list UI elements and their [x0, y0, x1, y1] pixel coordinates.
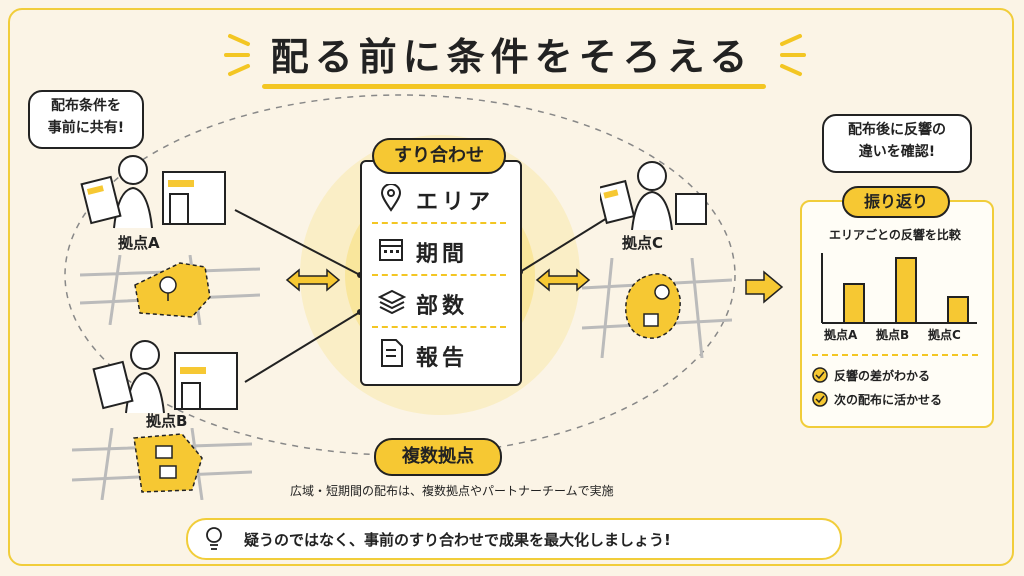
- item-area: エリア: [376, 182, 506, 215]
- base-a-illustration: [80, 155, 226, 229]
- check-item-2-label: 次の配布に活かせる: [834, 393, 943, 407]
- speech-right-line-2: 違いを確認!: [858, 144, 936, 160]
- check-item-1: 反響の差がわかる: [812, 366, 982, 386]
- title-sparks-right: [780, 34, 806, 76]
- divider: [372, 326, 506, 328]
- check-item-2: 次の配布に活かせる: [812, 390, 982, 410]
- divider: [372, 222, 506, 224]
- map-b: [72, 428, 252, 500]
- chart-tick-label: 拠点C: [928, 328, 961, 342]
- double-arrow-icon: [285, 268, 341, 292]
- check-circle-icon: [812, 367, 828, 383]
- location-pin-icon: [380, 184, 402, 212]
- speech-bubble-right: 配布後に反響の 違いを確認!: [822, 114, 972, 173]
- speech-left-line-2: 事前に共有!: [47, 120, 125, 136]
- item-copies-label: 部数: [416, 294, 469, 319]
- map-a: [80, 255, 260, 325]
- check-item-1-label: 反響の差がわかる: [834, 369, 931, 383]
- base-c-illustration: [600, 161, 707, 230]
- item-report-label: 報告: [416, 346, 469, 371]
- check-circle-icon: [812, 391, 828, 407]
- divider: [372, 274, 506, 276]
- item-report: 報告: [376, 338, 506, 371]
- item-period-label: 期間: [416, 242, 469, 267]
- item-area-label: エリア: [416, 190, 495, 215]
- chart-bar-拠点C: [947, 296, 969, 324]
- chart-x-labels: 拠点A 拠点B 拠点C: [812, 326, 982, 346]
- report-icon: [381, 339, 403, 367]
- review-chart: [821, 253, 977, 324]
- lightbulb-icon: [206, 527, 222, 550]
- speech-right-line-1: 配布後に反響の: [848, 122, 946, 138]
- base-a-label: 拠点A: [118, 234, 160, 252]
- speech-left-line-1: 配布条件を: [51, 98, 121, 114]
- chart-tick-label: 拠点B: [876, 328, 910, 342]
- multi-base-badge: 複数拠点: [374, 438, 502, 476]
- outer-frame: [8, 8, 1014, 566]
- base-b-illustration: [92, 340, 238, 414]
- chart-tick-label: 拠点A: [824, 328, 858, 342]
- divider: [812, 354, 978, 356]
- chart-bar-拠点B: [895, 257, 917, 324]
- base-c-label: 拠点C: [622, 234, 664, 252]
- item-period: 期間: [376, 234, 506, 267]
- page-title: 配る前に条件をそろえる: [270, 35, 754, 79]
- speech-bubble-left: 配布条件を 事前に共有!: [28, 90, 144, 149]
- double-arrow-icon: [535, 268, 591, 292]
- alignment-header: すり合わせ: [372, 138, 506, 174]
- alignment-card: [360, 160, 522, 386]
- item-copies: 部数: [376, 286, 506, 319]
- review-header: 振り返り: [842, 186, 950, 218]
- chart-title: エリアごとの反響を比較: [829, 228, 961, 242]
- arrow-right-icon: [745, 270, 784, 304]
- map-c: [582, 258, 732, 358]
- title-sparks-left: [224, 34, 250, 76]
- multi-base-caption: 広域・短期間の配布は、複数拠点やパートナーチームで実施: [290, 484, 614, 498]
- tip-text: 疑うのではなく、事前のすり合わせで成果を最大化しましょう!: [244, 531, 671, 549]
- chart-bar-拠点A: [843, 283, 865, 324]
- calendar-icon: [379, 239, 403, 261]
- base-b-label: 拠点B: [146, 412, 188, 430]
- tip-bar: 疑うのではなく、事前のすり合わせで成果を最大化しましょう!: [186, 518, 842, 560]
- stack-icon: [378, 289, 406, 314]
- title-underline: [262, 84, 766, 89]
